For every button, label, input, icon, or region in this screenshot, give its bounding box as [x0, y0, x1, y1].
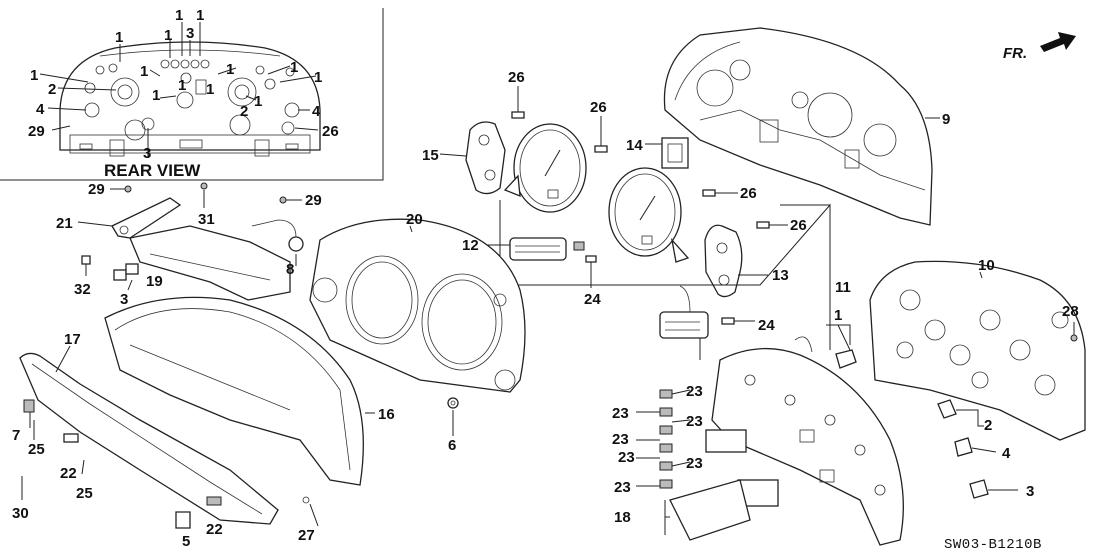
callout-label: 6	[448, 437, 456, 454]
callout-label: 22	[206, 521, 223, 538]
inset-callout: 1	[226, 61, 234, 78]
callout-label: 23	[618, 449, 635, 466]
callout-label: 9	[942, 111, 950, 128]
inset-callout: 2	[240, 103, 248, 120]
callout-label: 20	[406, 211, 423, 228]
callout-labels: 26 26 9 15 14 26 26 29 29 31 21 20 12 13…	[12, 69, 1079, 550]
inset-callout: 1	[115, 29, 123, 46]
inset-callout: 3	[143, 145, 151, 162]
inset-callout: 1	[196, 7, 204, 24]
callout-label: 2	[984, 417, 992, 434]
callout-label: 32	[74, 281, 91, 298]
callout-label: 25	[28, 441, 45, 458]
inset-callout: 1	[314, 69, 322, 86]
inset-callout: 1	[140, 63, 148, 80]
inset-callout: 1	[290, 59, 298, 76]
callout-label: 23	[612, 431, 629, 448]
callout-label: 7	[12, 427, 20, 444]
meter-mask-part	[309, 218, 526, 393]
callout-label: 22	[60, 465, 77, 482]
inset-callout: 26	[322, 123, 339, 140]
callout-label: 18	[614, 509, 631, 526]
callout-label: 27	[298, 527, 315, 544]
callout-label: 10	[978, 257, 995, 274]
callout-label: 28	[1062, 303, 1079, 320]
callout-label: 3	[120, 291, 128, 308]
callout-label: 17	[64, 331, 81, 348]
callout-label: 1	[834, 307, 842, 324]
inset-callout: 29	[28, 123, 45, 140]
callout-label: 15	[422, 147, 439, 164]
callout-label: 11	[835, 279, 851, 296]
callout-label: 29	[305, 192, 322, 209]
rear-housing-part	[663, 27, 940, 226]
callout-label: 21	[56, 215, 73, 232]
callout-label: 25	[76, 485, 93, 502]
inset-callout: 1	[178, 77, 186, 94]
callout-label: 8	[286, 261, 294, 278]
callout-label: 29	[88, 181, 105, 198]
callout-label: 24	[584, 291, 601, 308]
callout-label: 14	[626, 137, 643, 154]
callout-label: 23	[614, 479, 631, 496]
inset-callout: 4	[36, 101, 45, 118]
callout-label: 12	[462, 237, 479, 254]
rear-view-inset: 1 1 3 1 1 1 1 1 1 1 1 1 2 1 4 2 1 4 29 2…	[0, 7, 384, 181]
callout-label: 23	[686, 383, 703, 400]
callout-label: 30	[12, 505, 29, 522]
bracket-parts	[77, 182, 304, 301]
callout-label: 23	[612, 405, 629, 422]
callout-label: 5	[182, 533, 190, 550]
callout-label: 16	[378, 406, 395, 423]
inset-callout: 4	[312, 103, 321, 120]
callout-label: 26	[740, 185, 757, 202]
inset-callout: 1	[254, 93, 262, 110]
inset-callout: 1	[206, 81, 214, 98]
front-direction-indicator: FR.	[1003, 32, 1076, 62]
callout-label: 26	[590, 99, 607, 116]
inset-callout: 1	[30, 67, 38, 84]
callout-label: 26	[790, 217, 807, 234]
rear-view-label: REAR VIEW	[104, 161, 201, 180]
callout-label: 26	[508, 69, 525, 86]
callout-label: 13	[772, 267, 789, 284]
inset-callout: 2	[48, 81, 56, 98]
callout-label: 31	[198, 211, 215, 228]
callout-label: 24	[758, 317, 775, 334]
printed-circuit-part	[636, 260, 1086, 546]
callout-label: 4	[1002, 445, 1011, 462]
inset-callout: 3	[186, 25, 194, 42]
front-direction-label: FR.	[1003, 45, 1027, 62]
callout-label: 3	[1026, 483, 1034, 500]
front-arrow-icon	[1040, 32, 1076, 52]
callout-label: 23	[686, 413, 703, 430]
callout-label: 19	[146, 273, 163, 290]
gauge-assembly	[439, 86, 831, 360]
inset-callout: 1	[175, 7, 183, 24]
diagram-code: SW03-B1210B	[944, 537, 1042, 553]
lens-panel-parts	[19, 296, 459, 529]
inset-callout: 1	[152, 87, 160, 104]
callout-label: 23	[686, 455, 703, 472]
inset-callout: 1	[164, 27, 172, 44]
